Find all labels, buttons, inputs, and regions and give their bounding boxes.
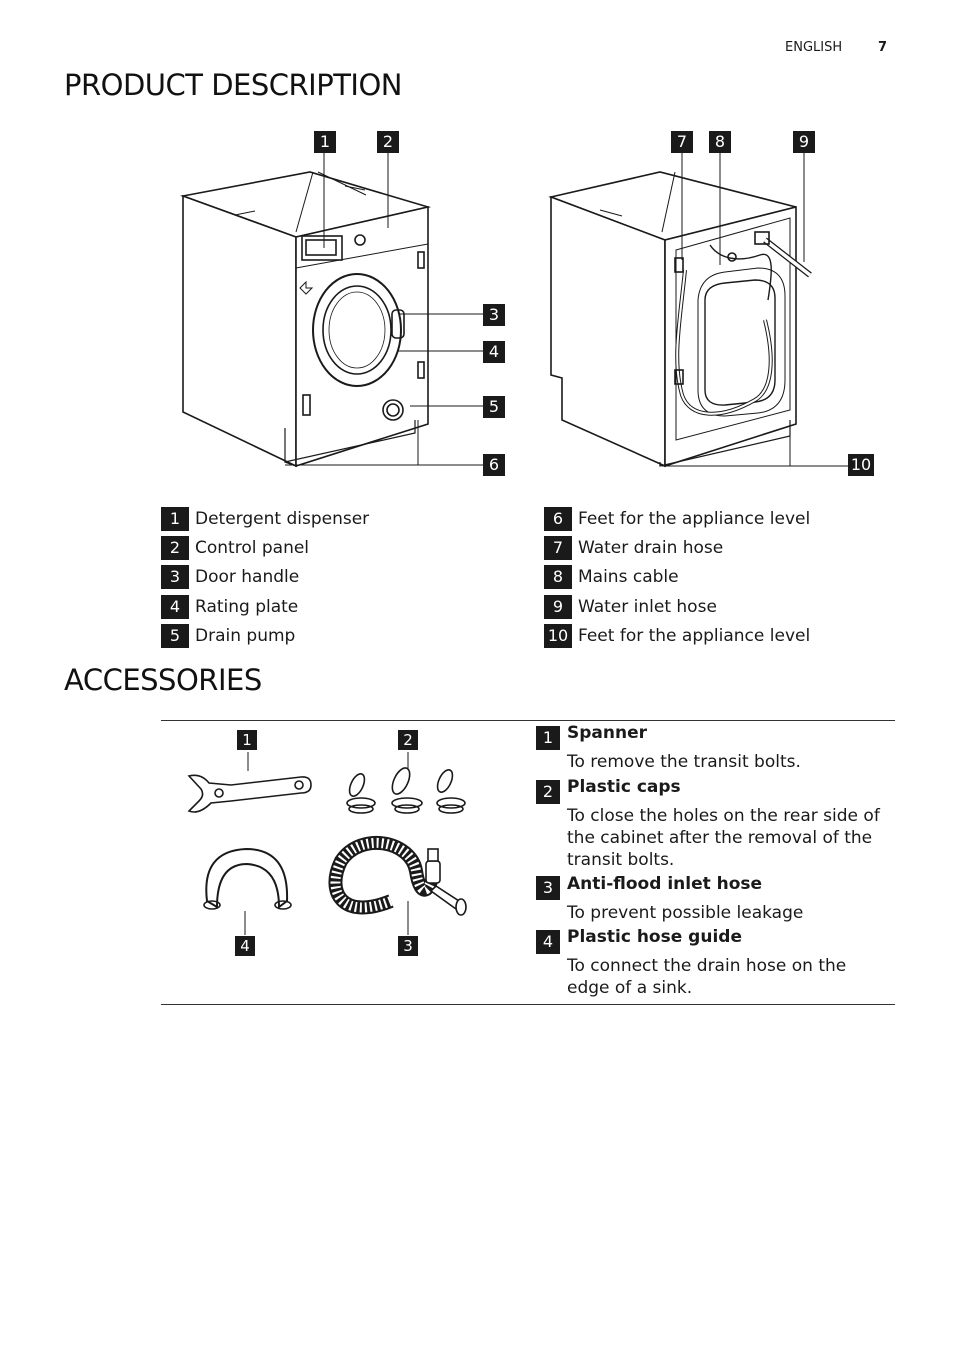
accessory-number-3: 3 (536, 876, 560, 900)
accessory-title-spanner: Spanner (567, 723, 648, 743)
legend-label: Feet for the appliance level (578, 626, 811, 646)
legend-label: Rating plate (195, 597, 299, 617)
legend-item-1: 1 Detergent dispenser (161, 507, 369, 531)
accessory-number-4: 4 (536, 930, 560, 954)
legend-item-7: 7 Water drain hose (544, 536, 723, 560)
callout-2: 2 (377, 131, 399, 153)
legend-label: Drain pump (195, 626, 296, 646)
legend-number: 1 (161, 507, 189, 531)
header-language: ENGLISH (785, 40, 843, 55)
legend-number: 7 (544, 536, 572, 560)
legend-item-9: 9 Water inlet hose (544, 595, 717, 619)
legend-label: Control panel (195, 538, 310, 558)
legend-number: 5 (161, 624, 189, 648)
accessory-number-2: 2 (536, 780, 560, 804)
legend-number: 3 (161, 565, 189, 589)
legend-item-8: 8 Mains cable (544, 565, 679, 589)
legend-item-6: 6 Feet for the appliance level (544, 507, 810, 531)
accessory-callout-2: 2 (398, 730, 418, 750)
callout-7: 7 (671, 131, 693, 153)
legend-item-5: 5 Drain pump (161, 624, 295, 648)
accessory-title-hose-guide: Plastic hose guide (567, 927, 742, 947)
accessories-title: ACCESSORIES (64, 663, 262, 697)
callout-3: 3 (483, 304, 505, 326)
accessory-desc-spanner: To remove the transit bolts. (567, 752, 801, 772)
legend-number: 4 (161, 595, 189, 619)
legend-number: 10 (544, 624, 572, 648)
anti-flood-hose-icon (328, 836, 467, 916)
legend-number: 2 (161, 536, 189, 560)
accessory-callout-4: 4 (235, 936, 255, 956)
accessories-illustration (187, 752, 467, 935)
washing-machine-illustration (179, 150, 848, 468)
callout-4: 4 (483, 341, 505, 363)
legend-number: 8 (544, 565, 572, 589)
accessory-desc-anti-flood-hose: To prevent possible leakage (567, 903, 804, 923)
product-description-title: PRODUCT DESCRIPTION (64, 68, 403, 102)
legend-label: Water drain hose (578, 538, 724, 558)
legend-label: Water inlet hose (578, 597, 717, 617)
legend-label: Feet for the appliance level (578, 509, 811, 529)
hose-guide-icon (205, 847, 289, 909)
spanner-icon (187, 774, 312, 813)
page-number: 7 (878, 40, 888, 55)
accessory-desc-plastic-caps: To close the holes on the rear side of t… (567, 806, 880, 870)
callout-10: 10 (848, 454, 874, 476)
accessories-top-rule (161, 720, 895, 721)
legend-label: Mains cable (578, 567, 679, 587)
callout-5: 5 (483, 396, 505, 418)
legend-label: Door handle (195, 567, 300, 587)
accessory-desc-hose-guide: To connect the drain hose on the edge of… (567, 956, 847, 998)
accessory-title-anti-flood-hose: Anti-flood inlet hose (567, 874, 763, 894)
accessories-bottom-rule (161, 1004, 895, 1005)
callout-1: 1 (314, 131, 336, 153)
accessory-title-plastic-caps: Plastic caps (567, 777, 681, 797)
accessory-number-1: 1 (536, 726, 560, 750)
callout-6: 6 (483, 454, 505, 476)
legend-item-4: 4 Rating plate (161, 595, 298, 619)
plastic-caps-icon (346, 767, 466, 814)
accessory-callout-3: 3 (398, 936, 418, 956)
legend-label: Detergent dispenser (195, 509, 370, 529)
accessory-callout-1: 1 (237, 730, 257, 750)
legend-number: 6 (544, 507, 572, 531)
legend-item-3: 3 Door handle (161, 565, 299, 589)
legend-item-10: 10 Feet for the appliance level (544, 624, 810, 648)
legend-number: 9 (544, 595, 572, 619)
legend-item-2: 2 Control panel (161, 536, 309, 560)
callout-8: 8 (709, 131, 731, 153)
callout-9: 9 (793, 131, 815, 153)
